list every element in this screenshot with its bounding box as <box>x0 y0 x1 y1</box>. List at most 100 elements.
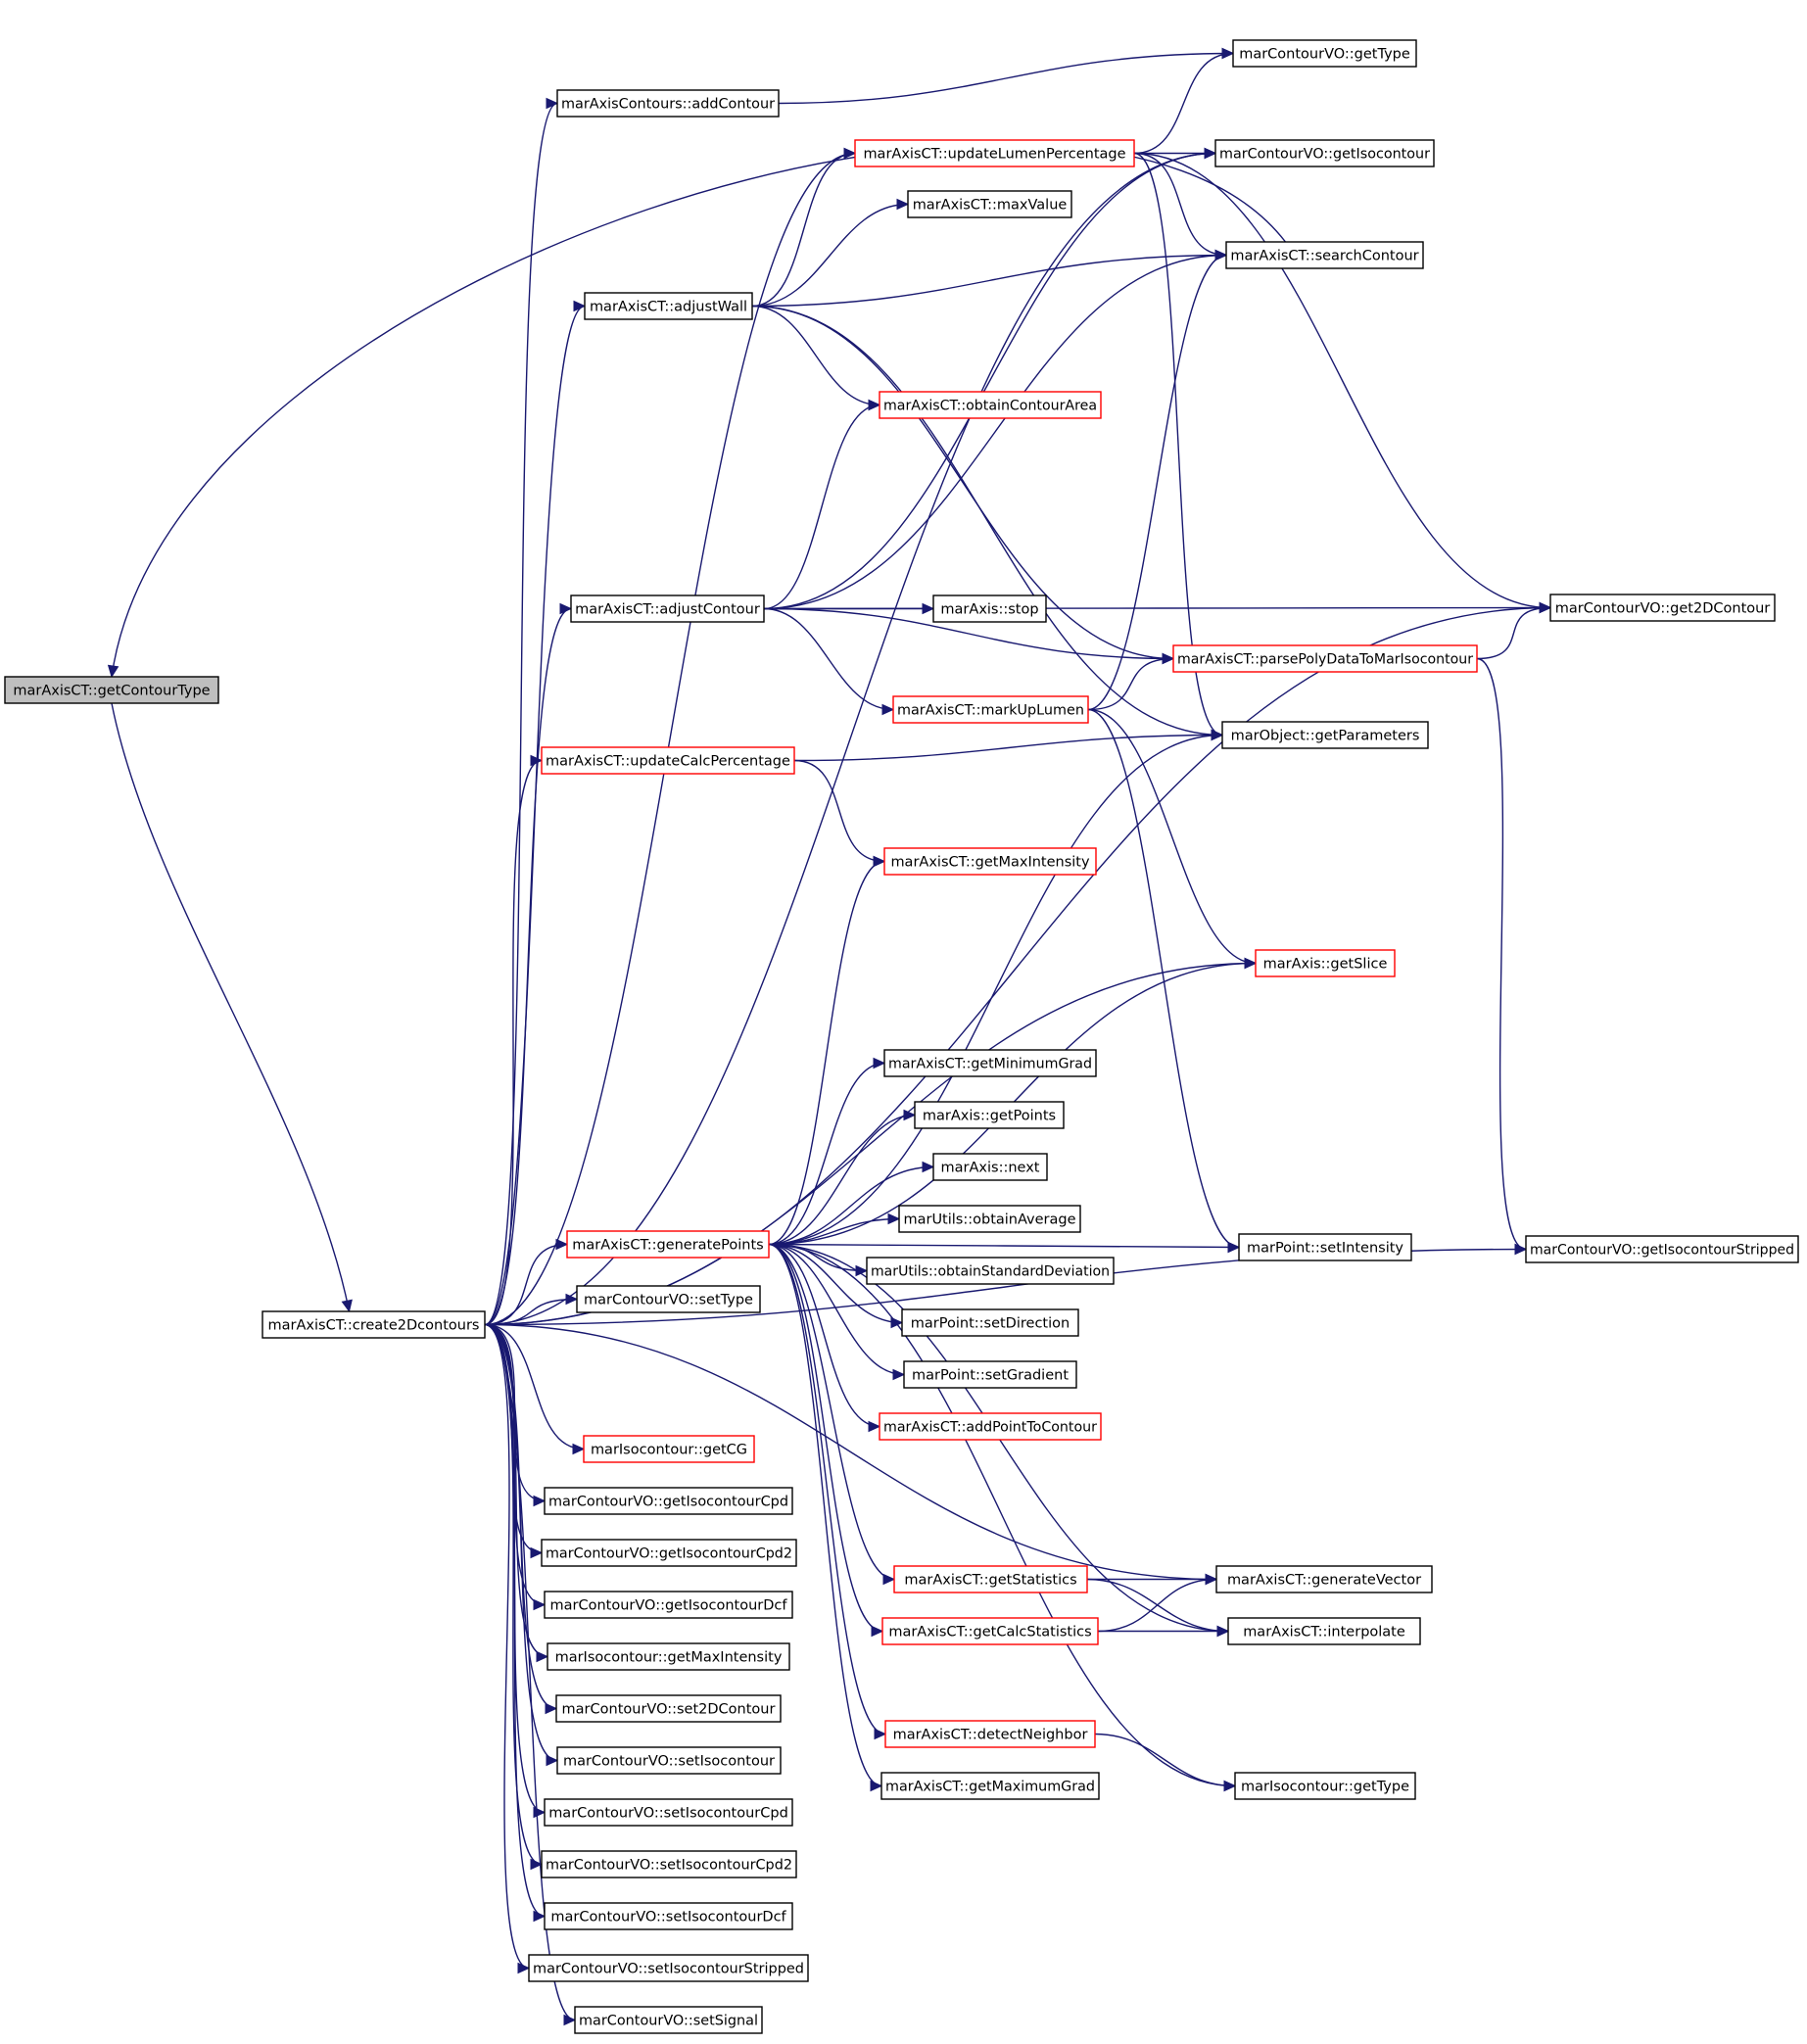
node-box-maxValue[interactable] <box>907 190 1072 218</box>
node-updateCalc[interactable]: marAxisCT::updateCalcPercentage <box>541 746 795 775</box>
node-box-getCalcStats[interactable] <box>881 1617 1099 1645</box>
node-addContour[interactable]: marAxisContours::addContour <box>556 89 780 118</box>
node-box-searchContour[interactable] <box>1225 241 1424 269</box>
node-box-detectNeighbor[interactable] <box>884 1720 1096 1748</box>
node-setIso[interactable]: marContourVO::setIsocontour <box>556 1746 782 1775</box>
node-box-genVector[interactable] <box>1215 1565 1433 1593</box>
node-box-setIsoDcf[interactable] <box>544 1902 793 1930</box>
node-getMinGrad[interactable]: marAxisCT::getMinimumGrad <box>883 1049 1097 1077</box>
node-setGradient[interactable]: marPoint::setGradient <box>903 1360 1077 1389</box>
node-getPoints[interactable]: marAxis::getPoints <box>914 1101 1065 1129</box>
node-box-generatePoints[interactable] <box>566 1230 770 1259</box>
node-addPoint[interactable]: marAxisCT::addPointToContour <box>879 1412 1102 1441</box>
node-getStats[interactable]: marAxisCT::getStatistics <box>893 1565 1088 1593</box>
node-obtainArea[interactable]: marAxisCT::obtainContourArea <box>879 391 1102 419</box>
node-box-isoGetMaxInt[interactable] <box>547 1642 790 1671</box>
node-box-obtainArea[interactable] <box>879 391 1102 419</box>
node-box-get2D[interactable] <box>1549 594 1776 622</box>
node-box-updateLumen[interactable] <box>854 139 1135 167</box>
node-genVector[interactable]: marAxisCT::generateVector <box>1215 1565 1433 1593</box>
node-setIsoDcf[interactable]: marContourVO::setIsocontourDcf <box>544 1902 793 1930</box>
node-isoGetType[interactable]: marIsocontour::getType <box>1234 1772 1416 1800</box>
node-isoGetCG[interactable]: marIsocontour::getCG <box>583 1435 755 1463</box>
node-box-getStats[interactable] <box>893 1565 1088 1593</box>
node-getTypeVO[interactable]: marContourVO::getType <box>1232 39 1417 68</box>
node-setSignal[interactable]: marContourVO::setSignal <box>574 2006 763 2034</box>
node-updateLumen[interactable]: marAxisCT::updateLumenPercentage <box>854 139 1135 167</box>
node-box-set2D[interactable] <box>555 1694 782 1723</box>
node-box-obtainAvg[interactable] <box>898 1205 1081 1233</box>
node-getIsoStripped[interactable]: marContourVO::getIsocontourStripped <box>1525 1235 1799 1263</box>
node-box-adjustContour[interactable] <box>570 594 765 623</box>
node-getMaxIntensity[interactable]: marAxisCT::getMaxIntensity <box>883 847 1097 876</box>
node-set2D[interactable]: marContourVO::set2DContour <box>555 1694 782 1723</box>
node-box-interpolate[interactable] <box>1227 1617 1421 1645</box>
node-box-root[interactable] <box>4 676 219 704</box>
node-box-setDirection[interactable] <box>901 1308 1079 1337</box>
node-box-isoGetType[interactable] <box>1234 1772 1416 1800</box>
node-box-getIsoDcf[interactable] <box>544 1591 793 1619</box>
node-box-getTypeVO[interactable] <box>1232 39 1417 68</box>
node-getIsoCpd2[interactable]: marContourVO::getIsocontourCpd2 <box>541 1539 797 1567</box>
node-box-markUpLumen[interactable] <box>892 695 1089 724</box>
node-box-getMinGrad[interactable] <box>883 1049 1097 1077</box>
node-box-isoGetCG[interactable] <box>583 1435 755 1463</box>
node-obtainAvg[interactable]: marUtils::obtainAverage <box>898 1205 1081 1233</box>
node-box-getIsocontour[interactable] <box>1214 139 1435 167</box>
node-next[interactable]: marAxis::next <box>932 1153 1048 1181</box>
node-detectNeighbor[interactable]: marAxisCT::detectNeighbor <box>884 1720 1096 1748</box>
node-box-addContour[interactable] <box>556 89 780 118</box>
node-box-obtainStd[interactable] <box>866 1257 1115 1285</box>
node-setDirection[interactable]: marPoint::setDirection <box>901 1308 1079 1337</box>
node-setIntensity[interactable]: marPoint::setIntensity <box>1238 1233 1412 1261</box>
node-box-updateCalc[interactable] <box>541 746 795 775</box>
node-box-getIsoStripped[interactable] <box>1525 1235 1799 1263</box>
node-obtainStd[interactable]: marUtils::obtainStandardDeviation <box>866 1257 1115 1285</box>
node-setIsoStripped[interactable]: marContourVO::setIsocontourStripped <box>528 1954 809 1982</box>
node-box-setSignal[interactable] <box>574 2006 763 2034</box>
node-box-getMaxIntensity[interactable] <box>883 847 1097 876</box>
node-box-addPoint[interactable] <box>879 1412 1102 1441</box>
node-box-setIsoStripped[interactable] <box>528 1954 809 1982</box>
node-get2D[interactable]: marContourVO::get2DContour <box>1549 594 1776 622</box>
node-generatePoints[interactable]: marAxisCT::generatePoints <box>566 1230 770 1259</box>
node-box-getParams[interactable] <box>1221 721 1429 749</box>
node-getIsoDcf[interactable]: marContourVO::getIsocontourDcf <box>544 1591 793 1619</box>
node-box-next[interactable] <box>932 1153 1048 1181</box>
node-create2d[interactable]: marAxisCT::create2Dcontours <box>262 1310 486 1339</box>
node-adjustContour[interactable]: marAxisCT::adjustContour <box>570 594 765 623</box>
node-parsePoly[interactable]: marAxisCT::parsePolyDataToMarIsocontour <box>1172 644 1478 673</box>
node-setIsoCpd[interactable]: marContourVO::setIsocontourCpd <box>544 1798 793 1827</box>
node-box-setIsoCpd2[interactable] <box>541 1850 797 1878</box>
node-getMaxGrad[interactable]: marAxisCT::getMaximumGrad <box>880 1772 1100 1800</box>
node-getCalcStats[interactable]: marAxisCT::getCalcStatistics <box>881 1617 1099 1645</box>
node-getIsoCpd[interactable]: marContourVO::getIsocontourCpd <box>544 1487 793 1515</box>
node-box-getMaxGrad[interactable] <box>880 1772 1100 1800</box>
node-root[interactable]: marAxisCT::getContourType <box>4 676 219 704</box>
node-getIsocontour[interactable]: marContourVO::getIsocontour <box>1214 139 1435 167</box>
node-box-setGradient[interactable] <box>903 1360 1077 1389</box>
node-markUpLumen[interactable]: marAxisCT::markUpLumen <box>892 695 1089 724</box>
node-box-create2d[interactable] <box>262 1310 486 1339</box>
node-box-getIsoCpd[interactable] <box>544 1487 793 1515</box>
node-box-setType[interactable] <box>576 1285 761 1313</box>
node-stop[interactable]: marAxis::stop <box>932 594 1047 623</box>
node-box-getIsoCpd2[interactable] <box>541 1539 797 1567</box>
node-isoGetMaxInt[interactable]: marIsocontour::getMaxIntensity <box>547 1642 790 1671</box>
node-box-adjustWall[interactable] <box>584 292 753 320</box>
node-interpolate[interactable]: marAxisCT::interpolate <box>1227 1617 1421 1645</box>
node-box-stop[interactable] <box>932 594 1047 623</box>
node-box-setIntensity[interactable] <box>1238 1233 1412 1261</box>
node-maxValue[interactable]: marAxisCT::maxValue <box>907 190 1072 218</box>
node-setType[interactable]: marContourVO::setType <box>576 1285 761 1313</box>
node-getSlice[interactable]: marAxis::getSlice <box>1255 949 1396 977</box>
node-box-setIsoCpd[interactable] <box>544 1798 793 1827</box>
node-adjustWall[interactable]: marAxisCT::adjustWall <box>584 292 753 320</box>
node-box-setIso[interactable] <box>556 1746 782 1775</box>
node-searchContour[interactable]: marAxisCT::searchContour <box>1225 241 1424 269</box>
node-getParams[interactable]: marObject::getParameters <box>1221 721 1429 749</box>
node-box-parsePoly[interactable] <box>1172 644 1478 673</box>
node-box-getPoints[interactable] <box>914 1101 1065 1129</box>
node-setIsoCpd2[interactable]: marContourVO::setIsocontourCpd2 <box>541 1850 797 1878</box>
node-box-getSlice[interactable] <box>1255 949 1396 977</box>
